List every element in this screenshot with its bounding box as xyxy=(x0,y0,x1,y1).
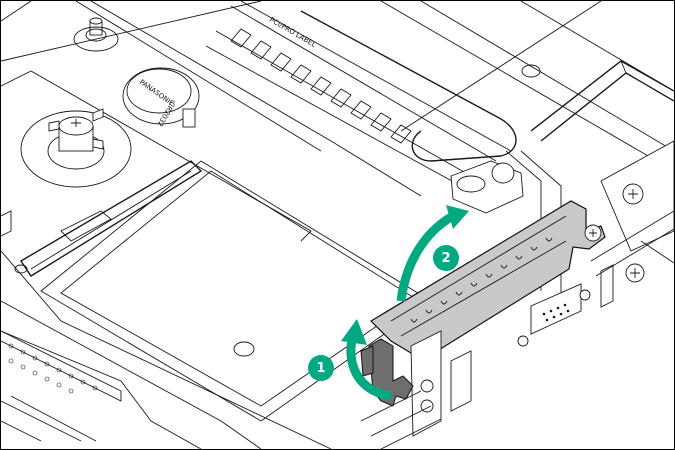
callout-1: 1 xyxy=(308,355,334,381)
callout-arrows xyxy=(341,205,469,401)
rear-io xyxy=(360,264,614,449)
callout-1-number: 1 xyxy=(316,360,326,376)
standoff xyxy=(73,17,119,52)
callout-2-number: 2 xyxy=(441,250,451,266)
riser-cage xyxy=(360,200,606,437)
riser-latch-top xyxy=(450,150,562,301)
psu-area xyxy=(521,60,674,283)
battery: PANASONIC CR2032 xyxy=(122,67,200,128)
thumbscrew xyxy=(20,108,132,188)
callout-2: 2 xyxy=(433,245,459,271)
